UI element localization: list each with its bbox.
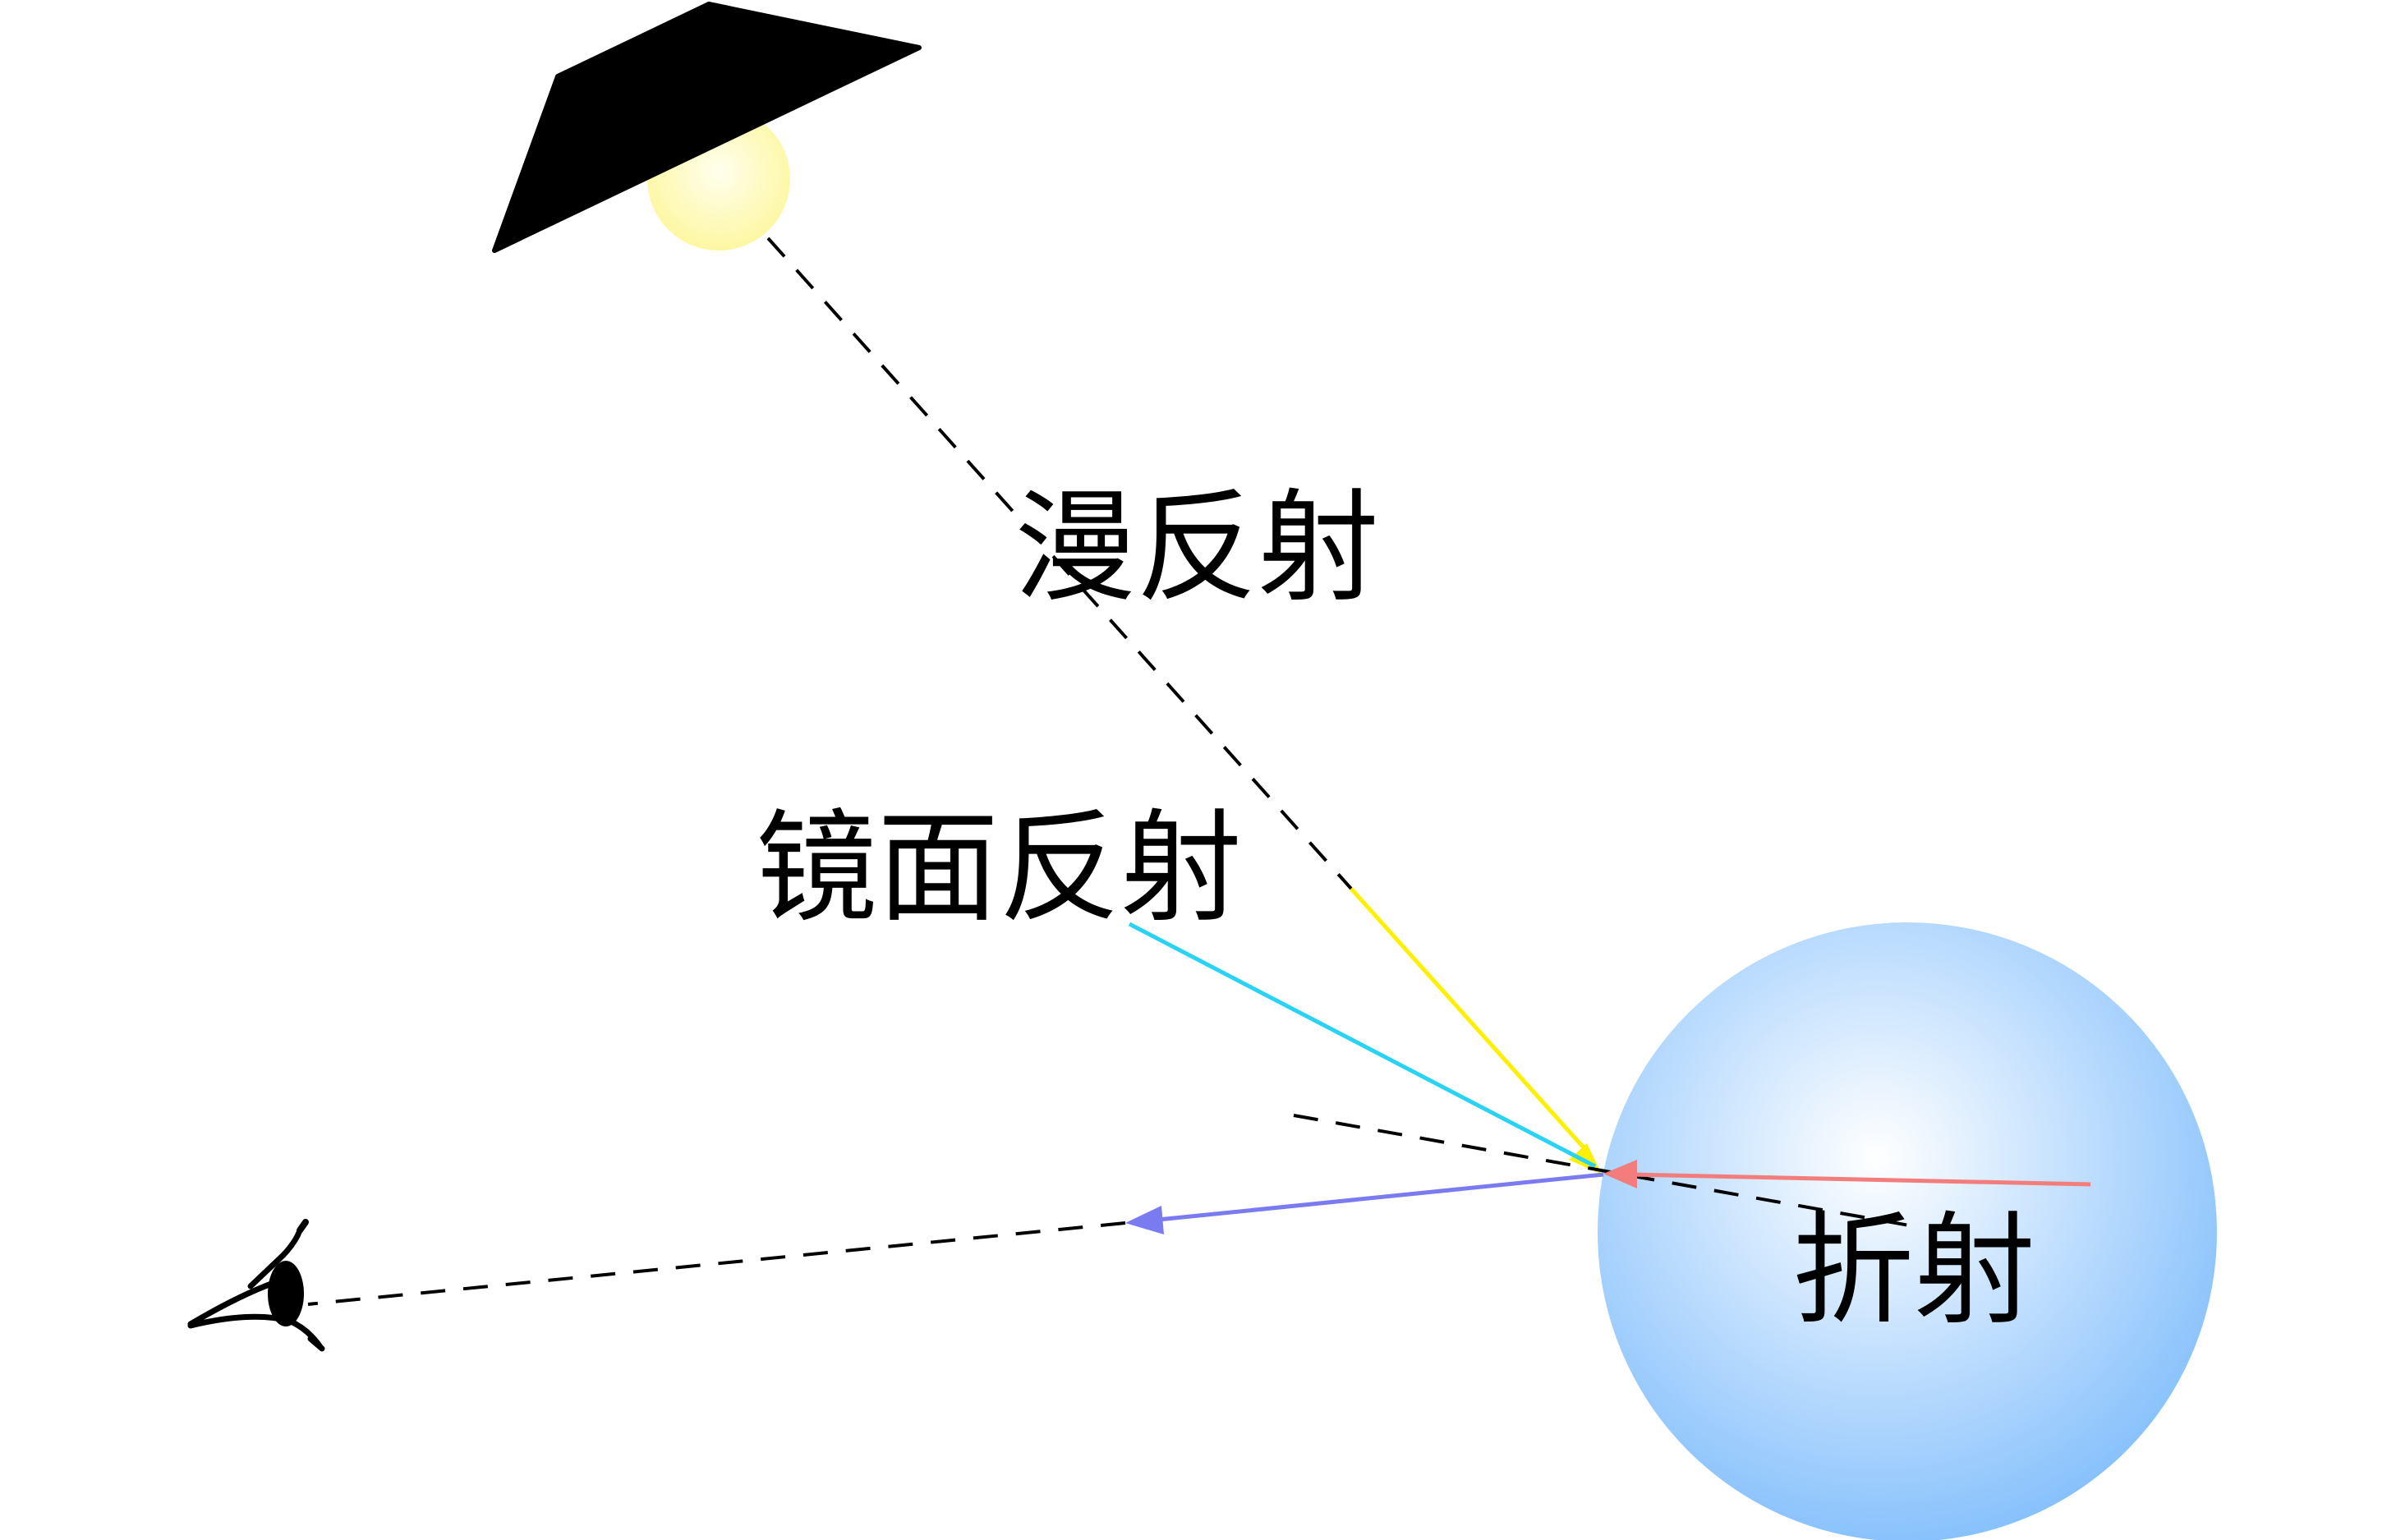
eye-ray-arrowhead xyxy=(1125,1206,1164,1234)
specular-ray xyxy=(1128,922,1597,1169)
specular-reflection-label: 镜面反射 xyxy=(756,798,1242,939)
diffuse-ray xyxy=(1350,887,1591,1156)
light-to-hit-dashed-line xyxy=(766,237,1353,890)
sphere xyxy=(1598,922,2217,1540)
eye-ray xyxy=(1157,1172,1604,1222)
refraction-ray-arrowhead xyxy=(1603,1160,1637,1188)
refraction-label: 折射 xyxy=(1792,1200,2035,1341)
lamp-icon xyxy=(492,2,922,253)
refraction-ray xyxy=(1630,1172,2091,1187)
diffuse-reflection-label: 漫反射 xyxy=(1014,477,1379,618)
specular-dashed-line xyxy=(1293,1114,1915,1228)
eye-dashed-line xyxy=(307,1221,1126,1306)
eye-icon xyxy=(187,1219,325,1352)
